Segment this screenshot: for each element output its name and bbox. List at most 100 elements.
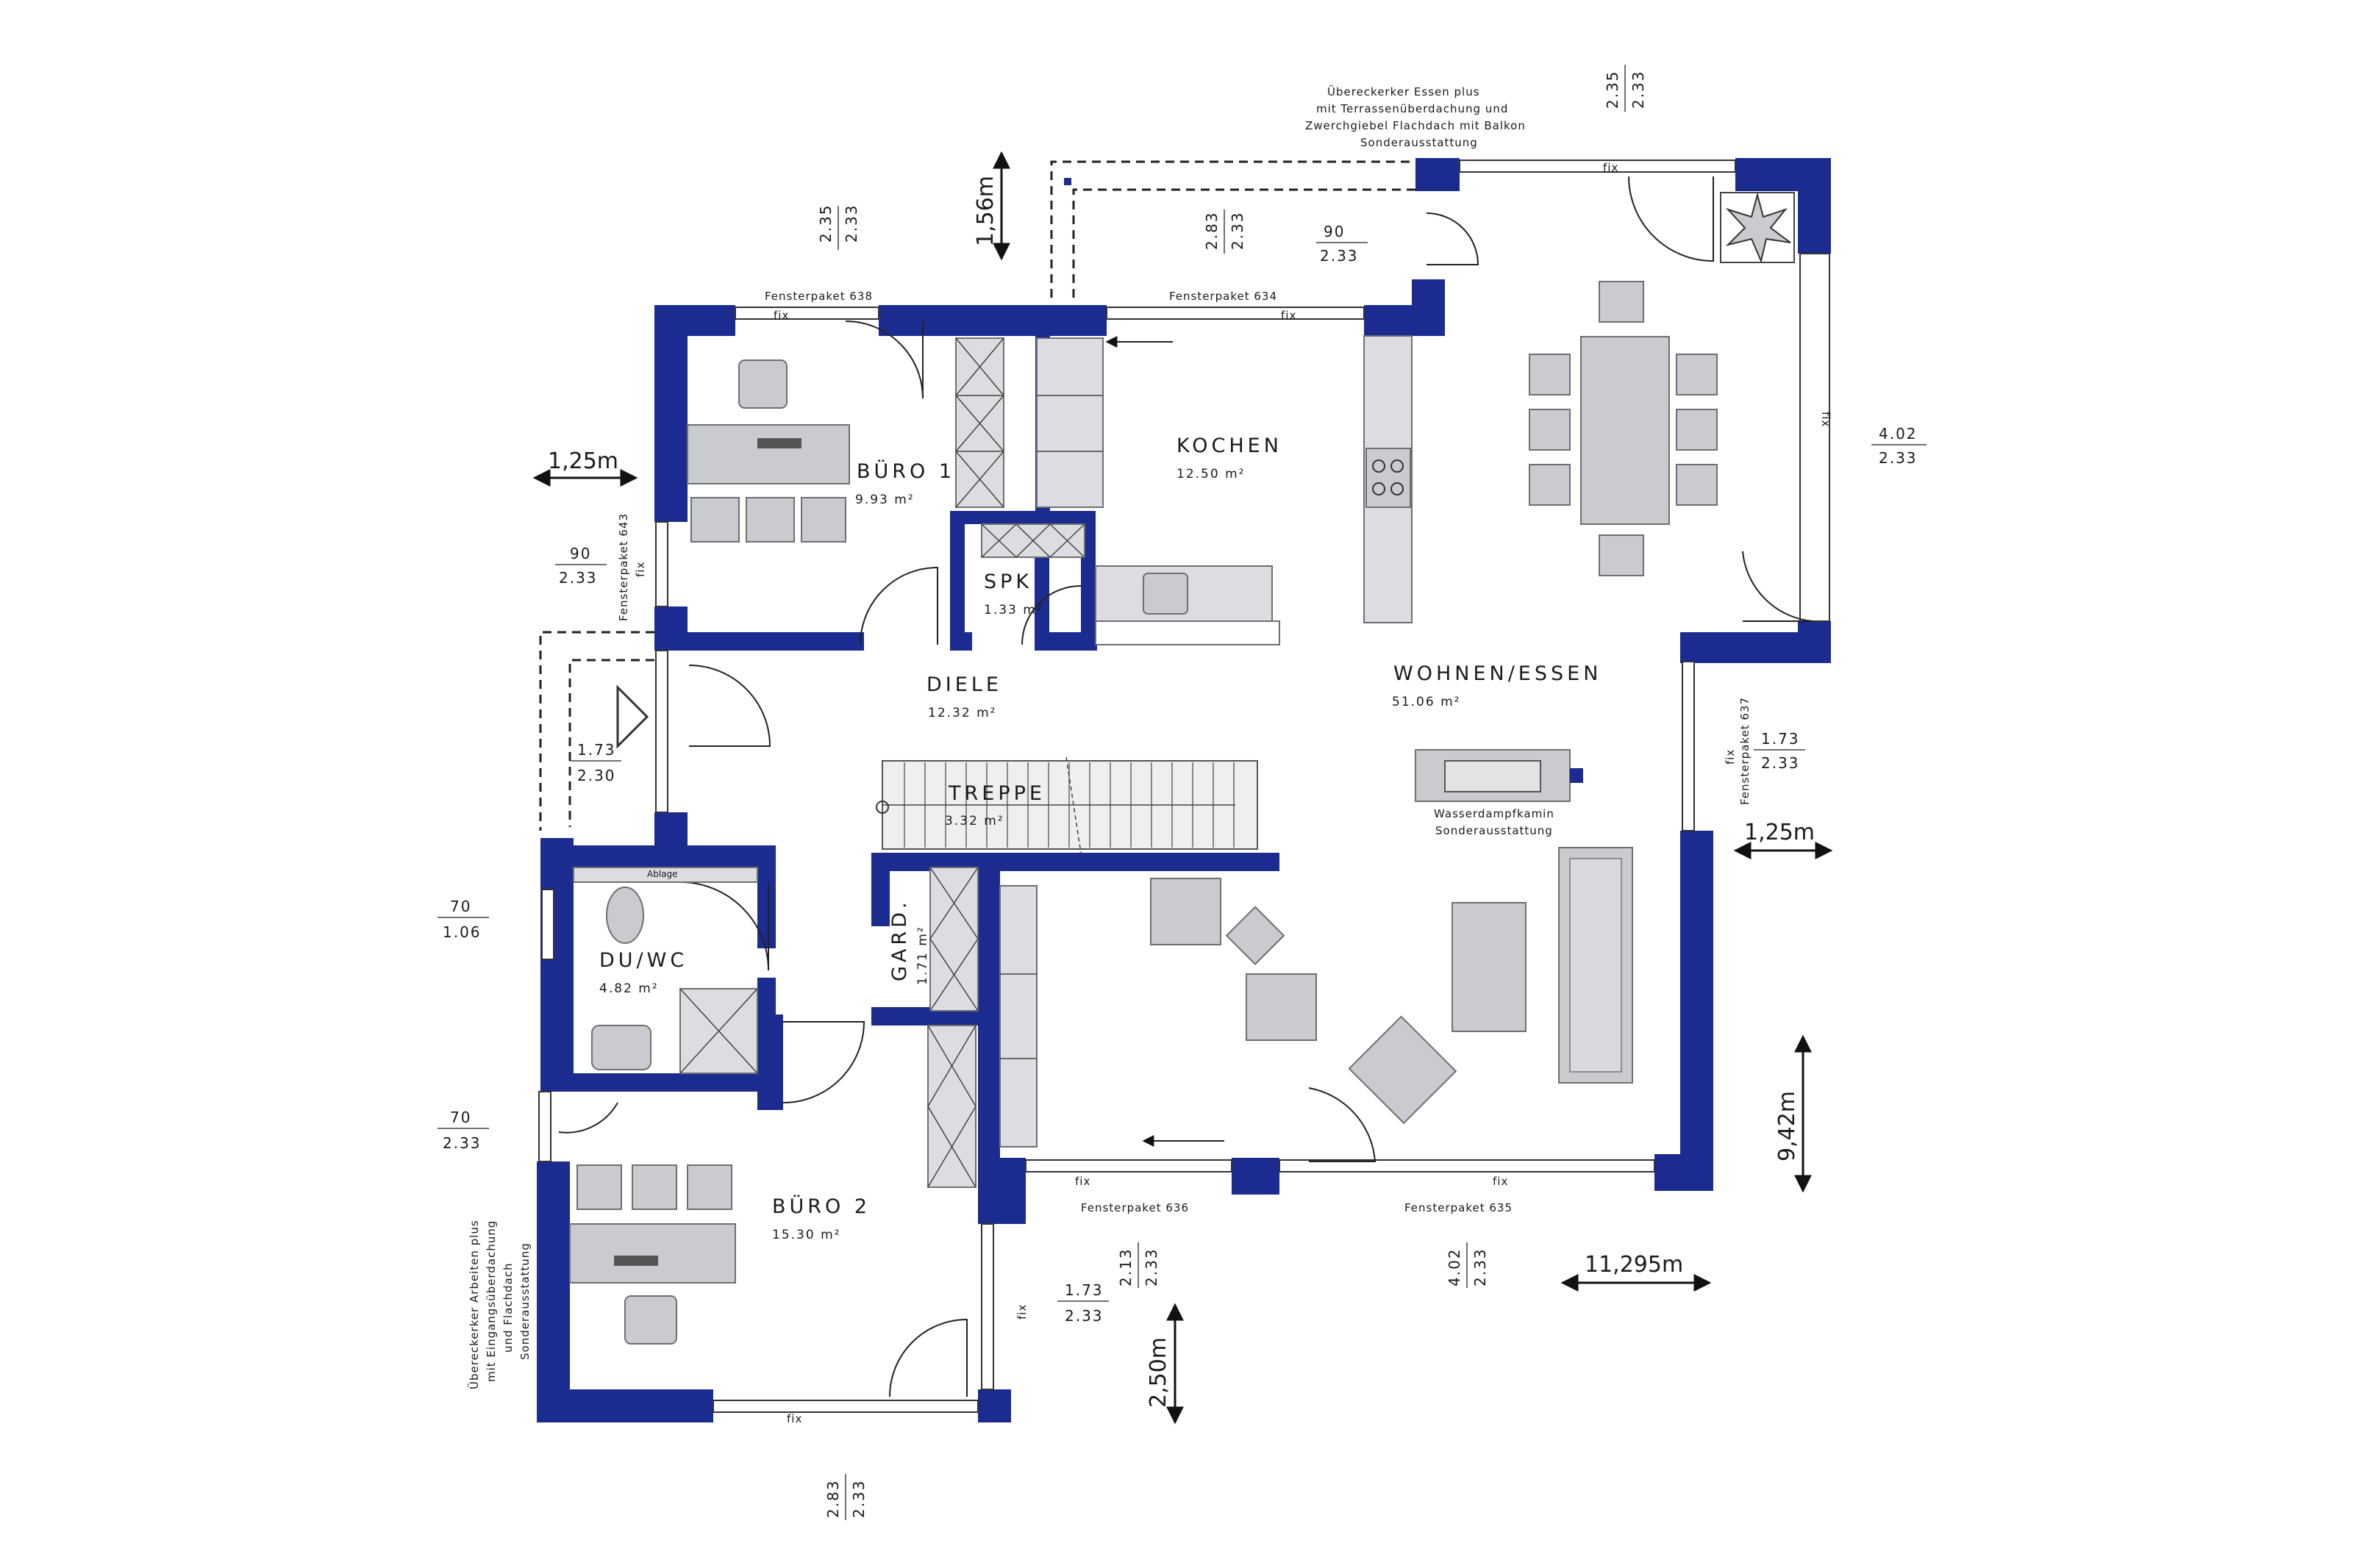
dim-90-233-top: 90 2.33 (1316, 223, 1368, 265)
svg-text:2.33: 2.33 (850, 1479, 868, 1518)
room-area-kochen: 12.50 m² (1176, 467, 1245, 482)
room-area-buero1: 9.93 m² (855, 493, 915, 507)
top-note-line3: Zwerchgiebel Flachdach mit Balkon (1305, 119, 1526, 132)
fix-label: fix (1724, 749, 1737, 765)
room-name-buero2: BÜRO 2 (772, 1195, 871, 1218)
svg-text:2.33: 2.33 (843, 204, 860, 243)
svg-text:90: 90 (1324, 223, 1345, 240)
svg-text:1.06: 1.06 (443, 923, 482, 941)
desk (687, 424, 850, 484)
top-note-line2: mit Terrassenüberdachung und (1316, 102, 1508, 115)
left-note-line4: Sonderausstattung (518, 1242, 532, 1360)
plant-icon (1720, 192, 1795, 264)
office-chair-icon (738, 359, 788, 409)
room-area-duwc: 4.82 m² (599, 981, 659, 996)
furniture (569, 192, 1795, 1345)
dim-173-230: 1.73 2.30 (570, 741, 621, 784)
window-label-fp634: Fensterpaket 634 (1169, 290, 1277, 303)
room-name-duwc: DU/WC (599, 949, 688, 972)
fix-label: fix (787, 1412, 802, 1425)
room-name-spk: SPK (984, 570, 1032, 593)
svg-text:2.83: 2.83 (824, 1479, 842, 1518)
svg-text:2.33: 2.33 (1879, 449, 1918, 467)
fix-label: fix (1281, 309, 1296, 322)
room-name-diele: DIELE (926, 673, 1002, 696)
dim-283-233-bottom: 2.83 2.33 (824, 1474, 868, 1520)
room-area-gard: 1.71 m² (915, 926, 930, 985)
room-area-treppe: 3.32 m² (945, 814, 1004, 828)
dim-173-233-bottom: 1.73 2.33 (1057, 1281, 1109, 1325)
fix-label: fix (1819, 412, 1832, 427)
window-label-fp635: Fensterpaket 635 (1404, 1201, 1513, 1214)
window-label-fp643: Fensterpaket 643 (617, 513, 630, 621)
room-area-spk: 1.33 m² (984, 603, 1043, 617)
left-note-line1: Übereckerker Arbeiten plus (467, 1220, 481, 1389)
stove-icon (1365, 448, 1411, 508)
room-name-wohnen: WOHNEN/ESSEN (1393, 662, 1602, 685)
dim-90-233-left: 90 2.33 (555, 545, 607, 587)
window-label-fp637: Fensterpaket 637 (1738, 697, 1752, 805)
svg-text:1.73: 1.73 (1065, 1281, 1104, 1299)
svg-text:2.33: 2.33 (1143, 1247, 1160, 1286)
svg-text:4.02: 4.02 (1446, 1247, 1463, 1286)
svg-text:2.33: 2.33 (1629, 70, 1647, 109)
desk (569, 1223, 736, 1284)
dimension-labels: 90 2.33 4.02 2.33 90 2.33 1.73 2.30 1.73… (438, 65, 1927, 1520)
room-area-wohnen: 51.06 m² (1392, 695, 1460, 709)
measure-125m-left: 1,25m (548, 448, 618, 474)
fix-label: fix (1015, 1304, 1029, 1320)
fireplace-note: Sonderausstattung (1435, 824, 1553, 837)
armchair (1246, 973, 1317, 1041)
svg-text:2.33: 2.33 (1761, 754, 1800, 772)
room-labels: BÜRO 1 9.93 m² KOCHEN 12.50 m² SPK 1.33 … (599, 434, 1602, 1242)
svg-text:2.83: 2.83 (1203, 211, 1221, 250)
walls (537, 158, 1831, 1422)
svg-text:2.35: 2.35 (1604, 70, 1621, 109)
overall-measures: 1,56m 1,25m 1,25m 9,42m 2,50m 11,295m (548, 176, 1815, 1408)
measure-250m: 2,50m (1146, 1337, 1171, 1408)
svg-text:2.33: 2.33 (1320, 247, 1359, 265)
dim-235-233-left: 2.35 2.33 (817, 204, 860, 250)
doors (558, 176, 1813, 1397)
toilet-icon (606, 887, 644, 944)
room-name-buero1: BÜRO 1 (857, 459, 955, 483)
dim-402-233-right: 4.02 2.33 (1871, 425, 1927, 467)
fix-label: fix (1075, 1175, 1090, 1188)
left-note-line2: mit Eingangsüberdachung (485, 1220, 498, 1382)
left-note-line3: und Flachdach (501, 1262, 515, 1353)
svg-text:2.13: 2.13 (1117, 1247, 1135, 1286)
measure-942m: 9,42m (1774, 1091, 1800, 1161)
dim-70-106: 70 1.06 (438, 898, 489, 941)
svg-text:1.73: 1.73 (1761, 730, 1800, 748)
measure-125m-right: 1,25m (1744, 820, 1815, 845)
svg-text:2.33: 2.33 (1229, 211, 1246, 250)
svg-text:70: 70 (450, 1109, 471, 1126)
window-labels: Fensterpaket 638 fix Fensterpaket 634 fi… (617, 161, 1832, 1425)
dim-70-233: 70 2.33 (438, 1109, 489, 1152)
measure-lines (532, 151, 1833, 1425)
fireplace-label: Wasserdampfkamin (1434, 807, 1554, 820)
fix-label: fix (634, 562, 647, 577)
svg-text:2.30: 2.30 (577, 767, 616, 784)
svg-text:1.73: 1.73 (577, 741, 616, 759)
fix-label: fix (1603, 161, 1618, 174)
svg-text:2.33: 2.33 (1065, 1307, 1104, 1325)
svg-text:70: 70 (450, 898, 471, 915)
svg-text:2.33: 2.33 (1471, 1247, 1489, 1286)
fix-label: fix (774, 309, 789, 322)
window-label-fp636: Fensterpaket 636 (1081, 1201, 1189, 1214)
svg-text:4.02: 4.02 (1879, 425, 1918, 443)
notes: Wasserdampfkamin Sonderausstattung Ablag… (467, 85, 1554, 1389)
svg-text:2.33: 2.33 (559, 569, 598, 587)
room-name-kochen: KOCHEN (1176, 434, 1282, 457)
svg-text:2.33: 2.33 (443, 1134, 482, 1152)
dining-table (1580, 336, 1670, 525)
office-chair-icon (624, 1295, 677, 1345)
armchair (1150, 878, 1221, 945)
washbasin-icon (591, 1025, 651, 1070)
room-name-treppe: TREPPE (948, 782, 1046, 805)
dashed-outlines (539, 160, 1419, 831)
fix-label: fix (1493, 1175, 1508, 1188)
windows (538, 160, 1830, 1413)
